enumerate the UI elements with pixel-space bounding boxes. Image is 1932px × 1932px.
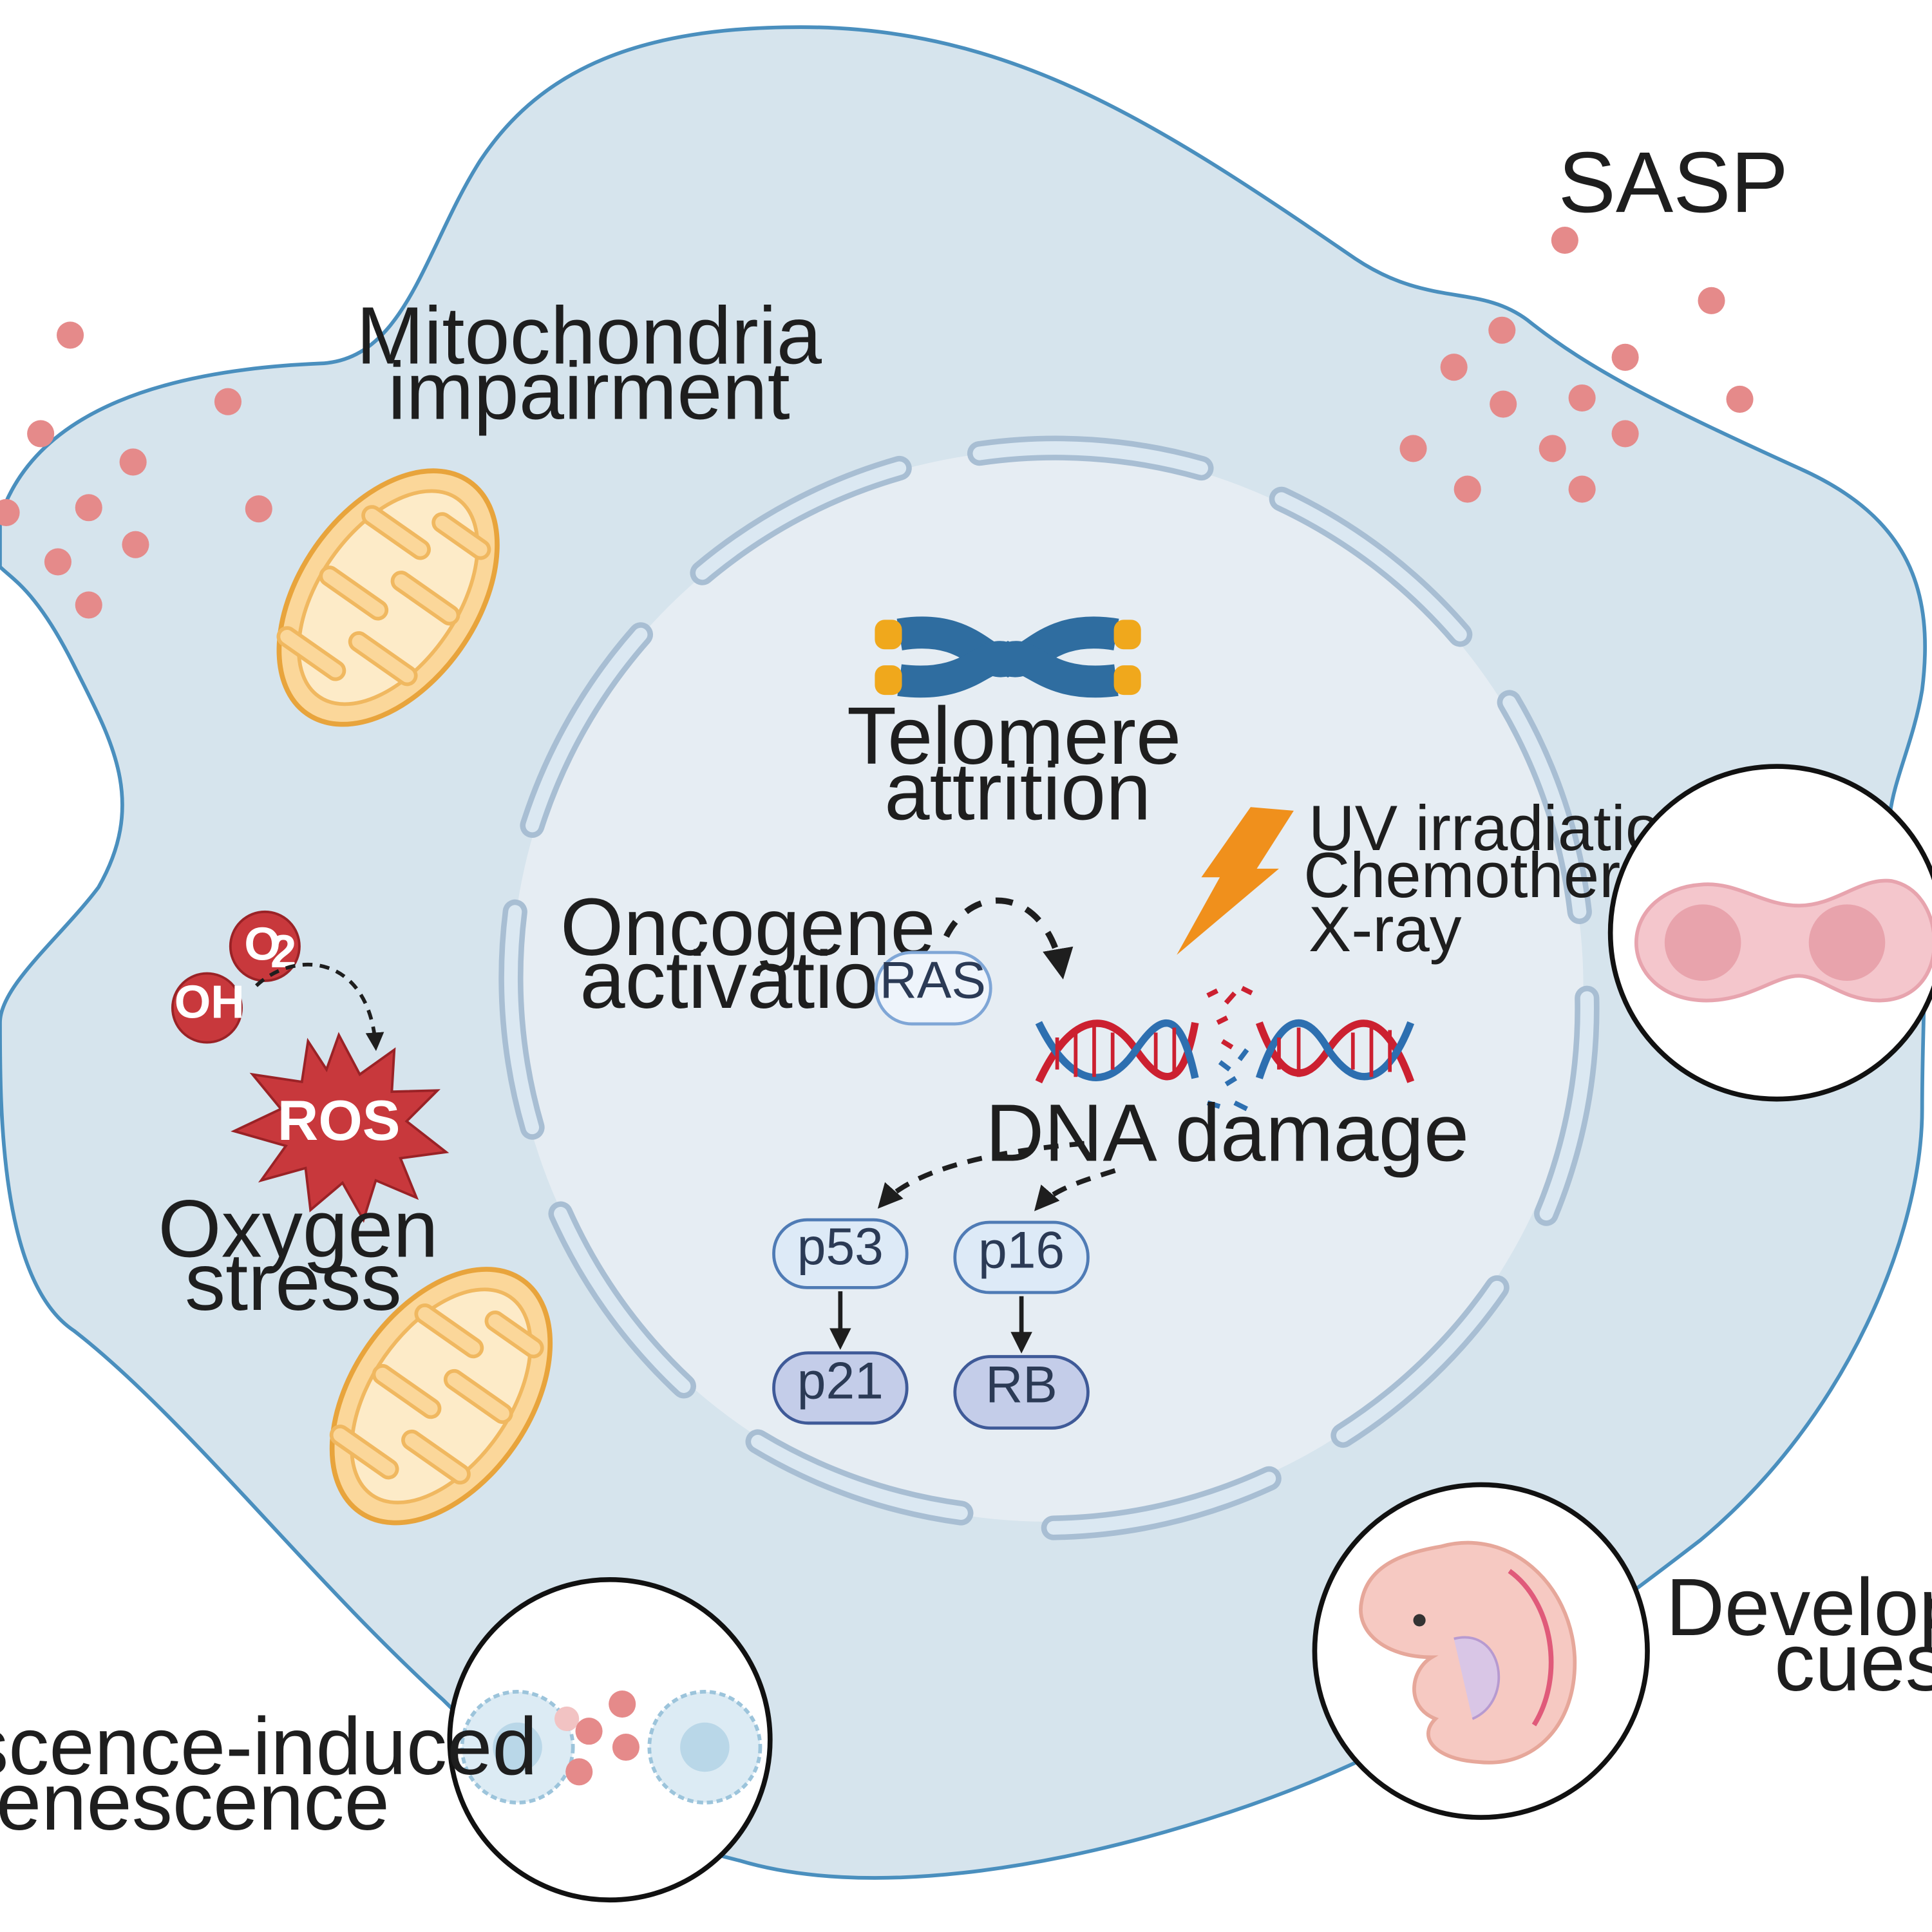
p53-node: p53 <box>772 1218 909 1289</box>
dna-helix-icon <box>1035 986 1415 1112</box>
label-oncogene-line1: Oncogene <box>560 882 936 972</box>
ros-burst-icon: ROS <box>231 1032 450 1223</box>
svg-text:O: O <box>244 918 281 970</box>
label-xray: X-ray <box>1309 894 1462 965</box>
sasp-particles <box>0 227 1754 619</box>
o2-radical-icon: O 2 <box>229 910 301 982</box>
label-dna-damage: DNA damage <box>985 1087 1469 1178</box>
radical-to-ros-arrow <box>254 962 384 1052</box>
label-oxygen-line1: Oxygen <box>158 1184 438 1274</box>
dna-to-p16-arrow <box>1034 1168 1116 1211</box>
oh-radical-icon: OH <box>171 972 245 1044</box>
mitochondrion-icon <box>276 468 500 727</box>
senescence-induced-senescence-inset <box>447 1577 773 1903</box>
label-oxygen-line2: stress <box>185 1236 402 1327</box>
label-mitochondria-line2: impairment <box>388 346 790 437</box>
ras-node: RAS <box>874 951 992 1026</box>
lightning-bolt-icon <box>1177 807 1294 955</box>
label-sasp: SASP <box>1558 135 1788 231</box>
ras-to-dna-arrow <box>943 897 1074 980</box>
label-sis-line1: enescence-induced <box>0 1701 538 1792</box>
p16-node: p16 <box>953 1220 1090 1294</box>
label-oncogene-line2: activation <box>580 934 923 1025</box>
svg-text:ROS: ROS <box>278 1088 401 1152</box>
cell-division-inset <box>1607 764 1932 1102</box>
svg-text:p21: p21 <box>797 1352 884 1410</box>
svg-text:p53: p53 <box>797 1218 884 1276</box>
svg-text:p16: p16 <box>978 1222 1065 1280</box>
rb-node: RB <box>953 1355 1090 1430</box>
label-sis-line2: senescence <box>0 1756 390 1847</box>
svg-text:2: 2 <box>270 925 296 978</box>
label-developmental-line1: Developmen <box>1666 1562 1932 1653</box>
embryo-icon <box>1359 1540 1577 1765</box>
developmental-cues-inset <box>1312 1482 1650 1820</box>
svg-text:RB: RB <box>985 1356 1057 1414</box>
dna-to-p53-arrow <box>877 1141 1085 1209</box>
p21-node: p21 <box>772 1351 909 1425</box>
label-telomere-line2: attrition <box>884 746 1151 837</box>
mitochondrion-icon-lower <box>329 1267 553 1526</box>
label-developmental-line2: cues <box>1774 1617 1932 1708</box>
chromosome-icon <box>875 616 1141 698</box>
svg-text:RAS: RAS <box>880 952 986 1010</box>
label-mitochondria-line1: Mitochondria <box>356 290 822 381</box>
svg-text:OH: OH <box>175 976 245 1028</box>
label-telomere-line1: Telomere <box>847 690 1181 781</box>
